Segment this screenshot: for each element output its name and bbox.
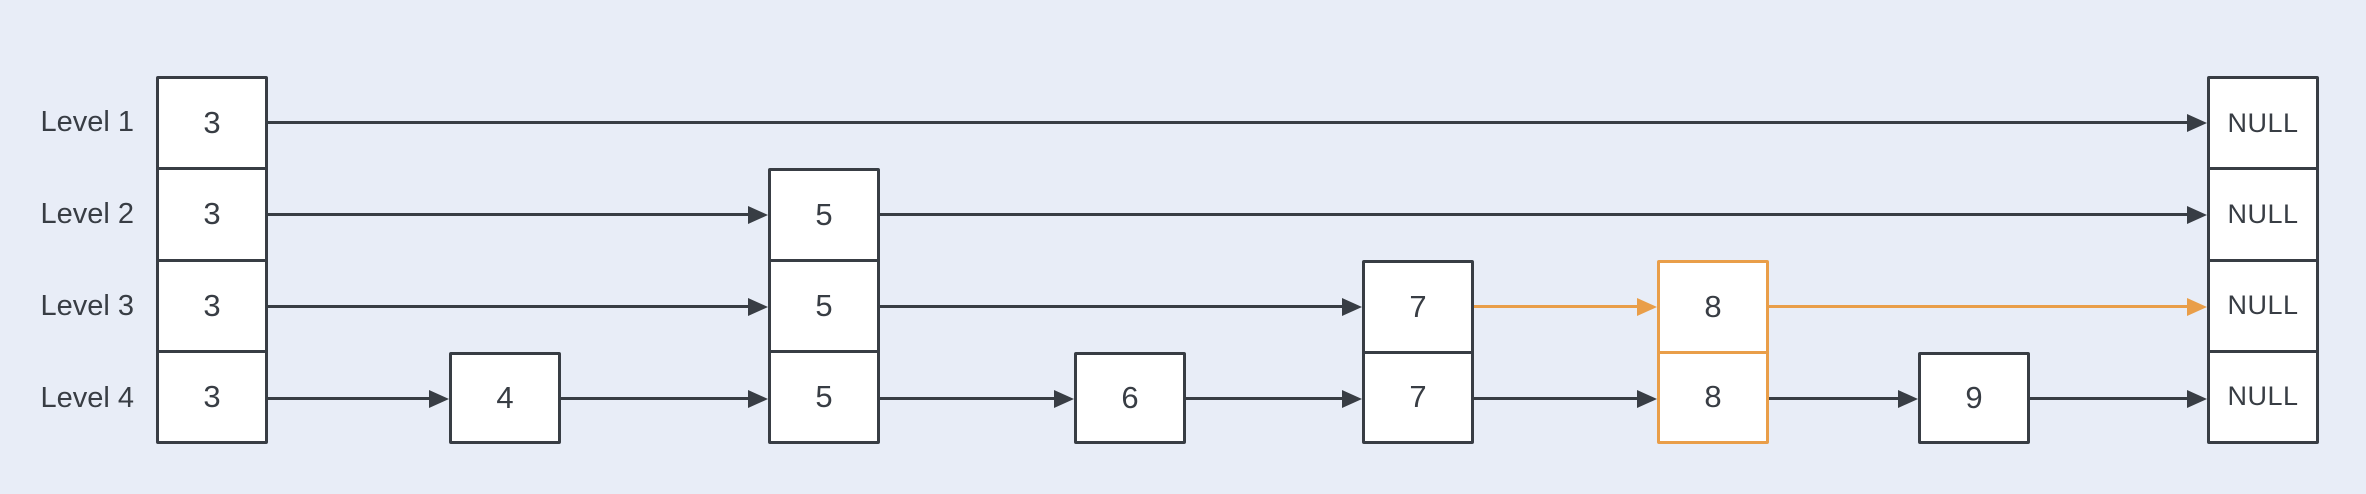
node-tower-6: 6 [1074, 352, 1186, 444]
edge-l4-3-to-4 [268, 397, 429, 400]
null-level-2: NULL [2210, 167, 2316, 258]
node-3-level-4: 3 [159, 349, 265, 441]
node-3-level-3: 3 [159, 258, 265, 350]
edge-l1-3-to-null [268, 121, 2187, 124]
node-3-level-1: 3 [203, 105, 221, 141]
node-7-level-3: 7 [1409, 288, 1427, 324]
node-8-level-3: 8 [1704, 288, 1722, 324]
node-tower-3: 3 3 3 3 [156, 76, 268, 444]
edge-l4-4-to-5 [561, 397, 748, 400]
level-label-3: Level 3 [40, 290, 134, 322]
level-label-4: Level 4 [40, 382, 134, 414]
node-3-level-2: 3 [159, 167, 265, 258]
edge-l3-7-to-8-highlighted [1474, 305, 1637, 308]
node-tower-7: 7 7 [1362, 260, 1474, 444]
edge-l4-6-to-7 [1186, 397, 1342, 400]
edge-l3-5-to-7 [880, 305, 1342, 308]
edge-l2-5-to-null [880, 213, 2187, 216]
edge-l4-7-to-8 [1474, 397, 1637, 400]
null-level-4: NULL [2210, 349, 2316, 441]
edge-l4-8-to-9 [1769, 397, 1898, 400]
null-level-3: NULL [2210, 258, 2316, 350]
node-tower-4: 4 [449, 352, 561, 444]
level-label-2: Level 2 [40, 198, 134, 230]
edge-l2-3-to-5 [268, 213, 748, 216]
node-tower-null: NULL NULL NULL NULL [2207, 76, 2319, 444]
edge-l4-5-to-6 [880, 397, 1054, 400]
node-9-level-4: 9 [1965, 380, 1983, 415]
node-5-level-2: 5 [815, 197, 833, 232]
node-8-level-4: 8 [1660, 350, 1766, 442]
node-7-level-4: 7 [1365, 350, 1471, 442]
null-level-1: NULL [2227, 107, 2299, 138]
level-label-1: Level 1 [40, 106, 134, 138]
node-tower-8-highlighted: 8 8 [1657, 260, 1769, 444]
node-5-level-3: 5 [771, 259, 877, 350]
node-6-level-4: 6 [1121, 380, 1139, 415]
node-tower-5: 5 5 5 [768, 168, 880, 444]
node-5-level-4: 5 [771, 350, 877, 441]
node-tower-9: 9 [1918, 352, 2030, 444]
edge-l3-3-to-5 [268, 305, 748, 308]
node-4-level-4: 4 [496, 380, 514, 415]
edge-l3-8-to-null-highlighted [1769, 305, 2187, 308]
edge-l4-9-to-null [2030, 397, 2187, 400]
